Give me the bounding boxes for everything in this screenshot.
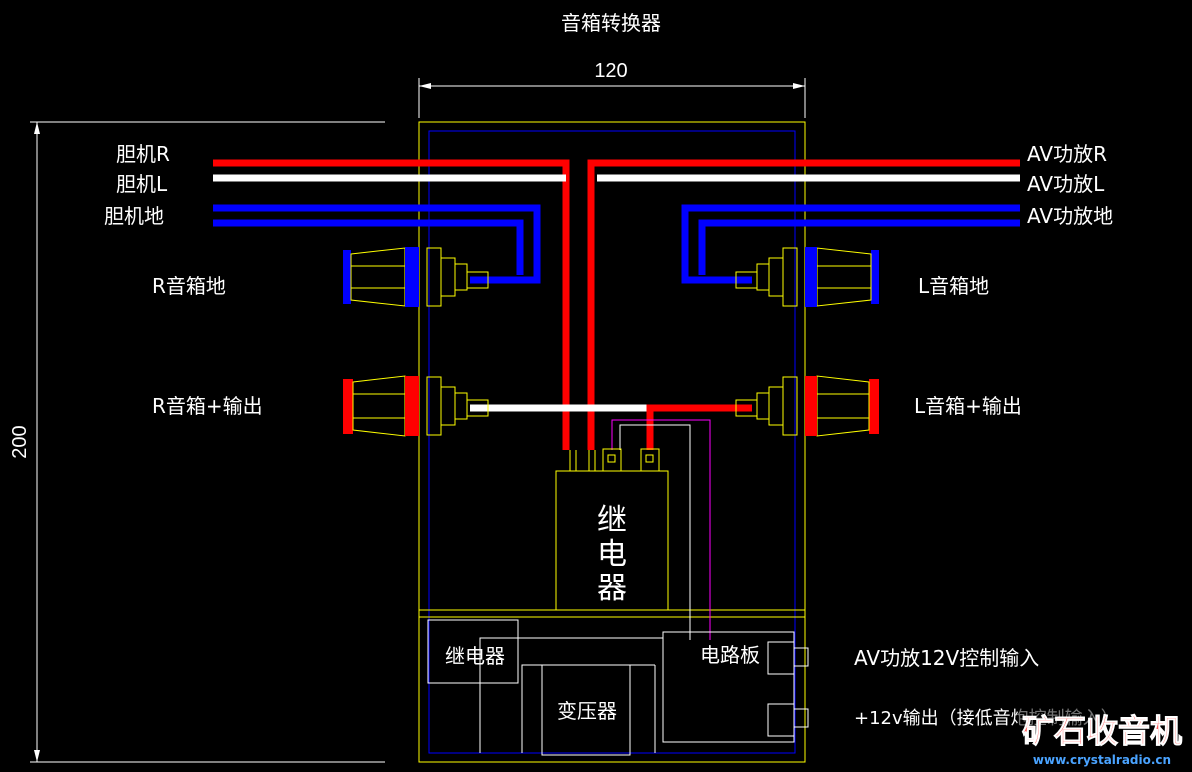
label-av-amp-l: AV功放L <box>1027 172 1105 196</box>
label-av-amp-gnd: AV功放地 <box>1027 204 1113 228</box>
relay-main <box>555 448 669 611</box>
label-amp-tube-r: 胆机R <box>116 142 170 166</box>
jack-l-pos <box>735 375 879 437</box>
label-amp-tube-gnd: 胆机地 <box>104 204 164 228</box>
relay-main-char-2: 电 <box>597 537 627 572</box>
label-control-input: AV功放12V控制输入 <box>854 646 1039 670</box>
relay-main-char-3: 器 <box>597 571 627 606</box>
relay-main-label: 继 电 器 <box>597 503 627 606</box>
output-wires <box>470 404 752 450</box>
label-r-speaker-pos: R音箱+输出 <box>152 394 263 418</box>
label-l-speaker-gnd: L音箱地 <box>918 274 989 298</box>
left-input-wires <box>213 159 570 450</box>
circuit-board-label: 电路板 <box>700 643 760 667</box>
height-label: 200 <box>9 425 31 458</box>
jack-r-gnd <box>343 247 489 307</box>
label-r-speaker-gnd: R音箱地 <box>152 274 226 298</box>
control-wires <box>611 419 711 640</box>
height-dimension <box>30 121 385 763</box>
jack-l-gnd <box>735 247 879 307</box>
transformer-label: 变压器 <box>557 699 617 723</box>
watermark-url: www.crystalradio.cn <box>1033 753 1171 767</box>
width-dimension <box>418 78 806 118</box>
label-amp-tube-l: 胆机L <box>116 172 168 196</box>
watermark: 矿石收音机 www.crystalradio.cn <box>1018 704 1188 768</box>
label-av-amp-r: AV功放R <box>1027 142 1107 166</box>
right-input-wires <box>587 159 1020 450</box>
relay-small-label: 继电器 <box>445 644 505 668</box>
label-l-speaker-pos: L音箱+输出 <box>914 394 1022 418</box>
jack-r-pos <box>343 375 489 437</box>
bottom-components <box>427 619 809 756</box>
width-label: 120 <box>594 60 627 82</box>
relay-main-char-1: 继 <box>597 503 627 538</box>
watermark-logo: 矿石收音机 <box>1022 712 1182 750</box>
diagram-title: 音箱转换器 <box>561 11 661 35</box>
